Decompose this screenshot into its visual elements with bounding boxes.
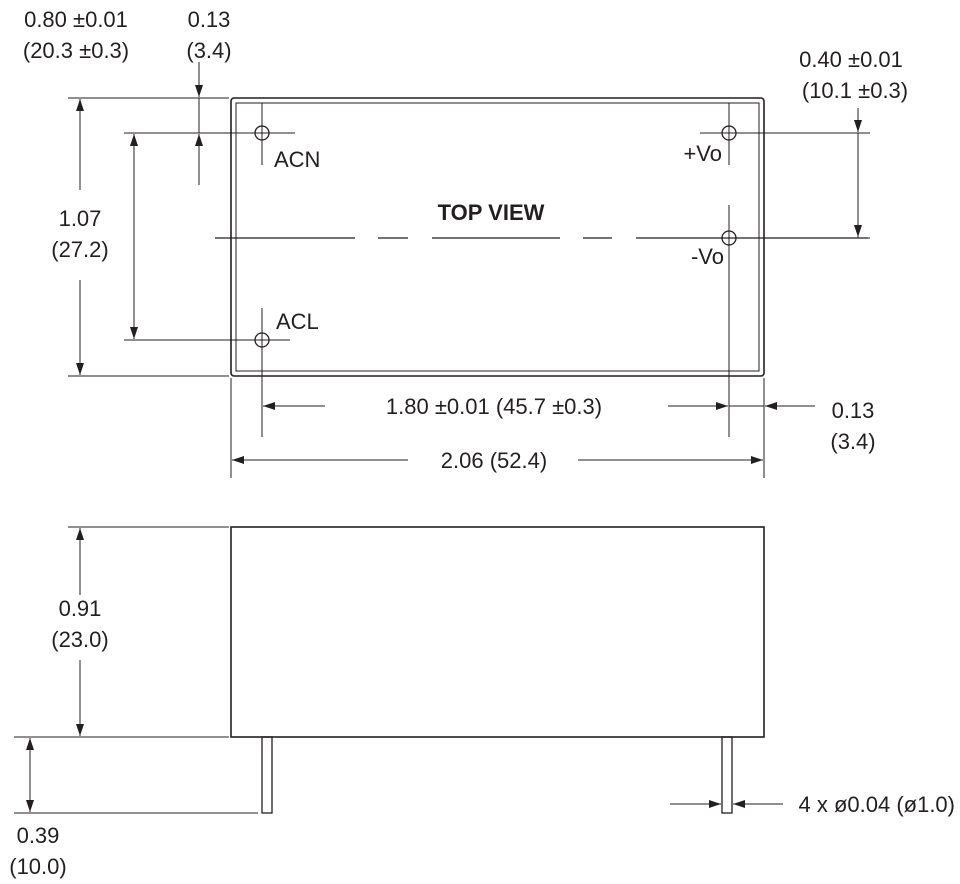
dim-overall-length: 2.06 (52.4) — [441, 448, 547, 473]
pin-label-plus-vo: +Vo — [683, 141, 722, 166]
dim-body-height-in: 0.91 — [59, 596, 102, 621]
side-pin-left — [261, 736, 273, 814]
dim-pin-length-in: 0.39 — [17, 823, 60, 848]
top-view-outline-outer — [230, 97, 765, 377]
dim-right-offset-mm: (3.4) — [830, 429, 875, 454]
top-view-outline-inner — [235, 102, 760, 372]
pin-label-acn: ACN — [274, 147, 320, 172]
dim-pin-length-mm: (10.0) — [9, 854, 66, 879]
dim-height-in: 1.07 — [59, 206, 102, 231]
dim-output-spacing-mm: (10.1 ±0.3) — [802, 78, 908, 103]
pin-label-acl: ACL — [276, 309, 319, 334]
side-view: 0.91 (23.0) 0.39 (10.0) 4 x ø0.04 (ø1.0) — [9, 526, 955, 879]
pin-label-minus-vo: -Vo — [691, 244, 724, 269]
side-view-body — [230, 526, 765, 738]
top-view-title: TOP VIEW — [438, 200, 545, 225]
dim-top-offset-mm: (3.4) — [186, 38, 231, 63]
dim-pin-diameter: 4 x ø0.04 (ø1.0) — [798, 792, 955, 817]
pin-acl — [124, 308, 290, 437]
dim-top-offset-in: 0.13 — [188, 7, 231, 32]
dim-height-mm: (27.2) — [51, 237, 108, 262]
dim-body-height-mm: (23.0) — [51, 627, 108, 652]
pin-plus-vo — [700, 103, 870, 165]
side-pin-right — [721, 736, 733, 814]
top-view: TOP VIEW ACN ACL +Vo -Vo 1.07 (27.2) 0.8… — [23, 7, 908, 478]
dim-pin-spacing-mm: (20.3 ±0.3) — [23, 38, 129, 63]
dim-output-spacing-in: 0.40 ±0.01 — [799, 47, 903, 72]
pin-acn — [124, 103, 295, 165]
pin-minus-vo — [721, 205, 737, 437]
dim-right-offset-in: 0.13 — [832, 398, 875, 423]
dim-pin-spacing-in: 0.80 ±0.01 — [24, 7, 128, 32]
dim-pin-row-spacing: 1.80 ±0.01 (45.7 ±0.3) — [386, 394, 602, 419]
